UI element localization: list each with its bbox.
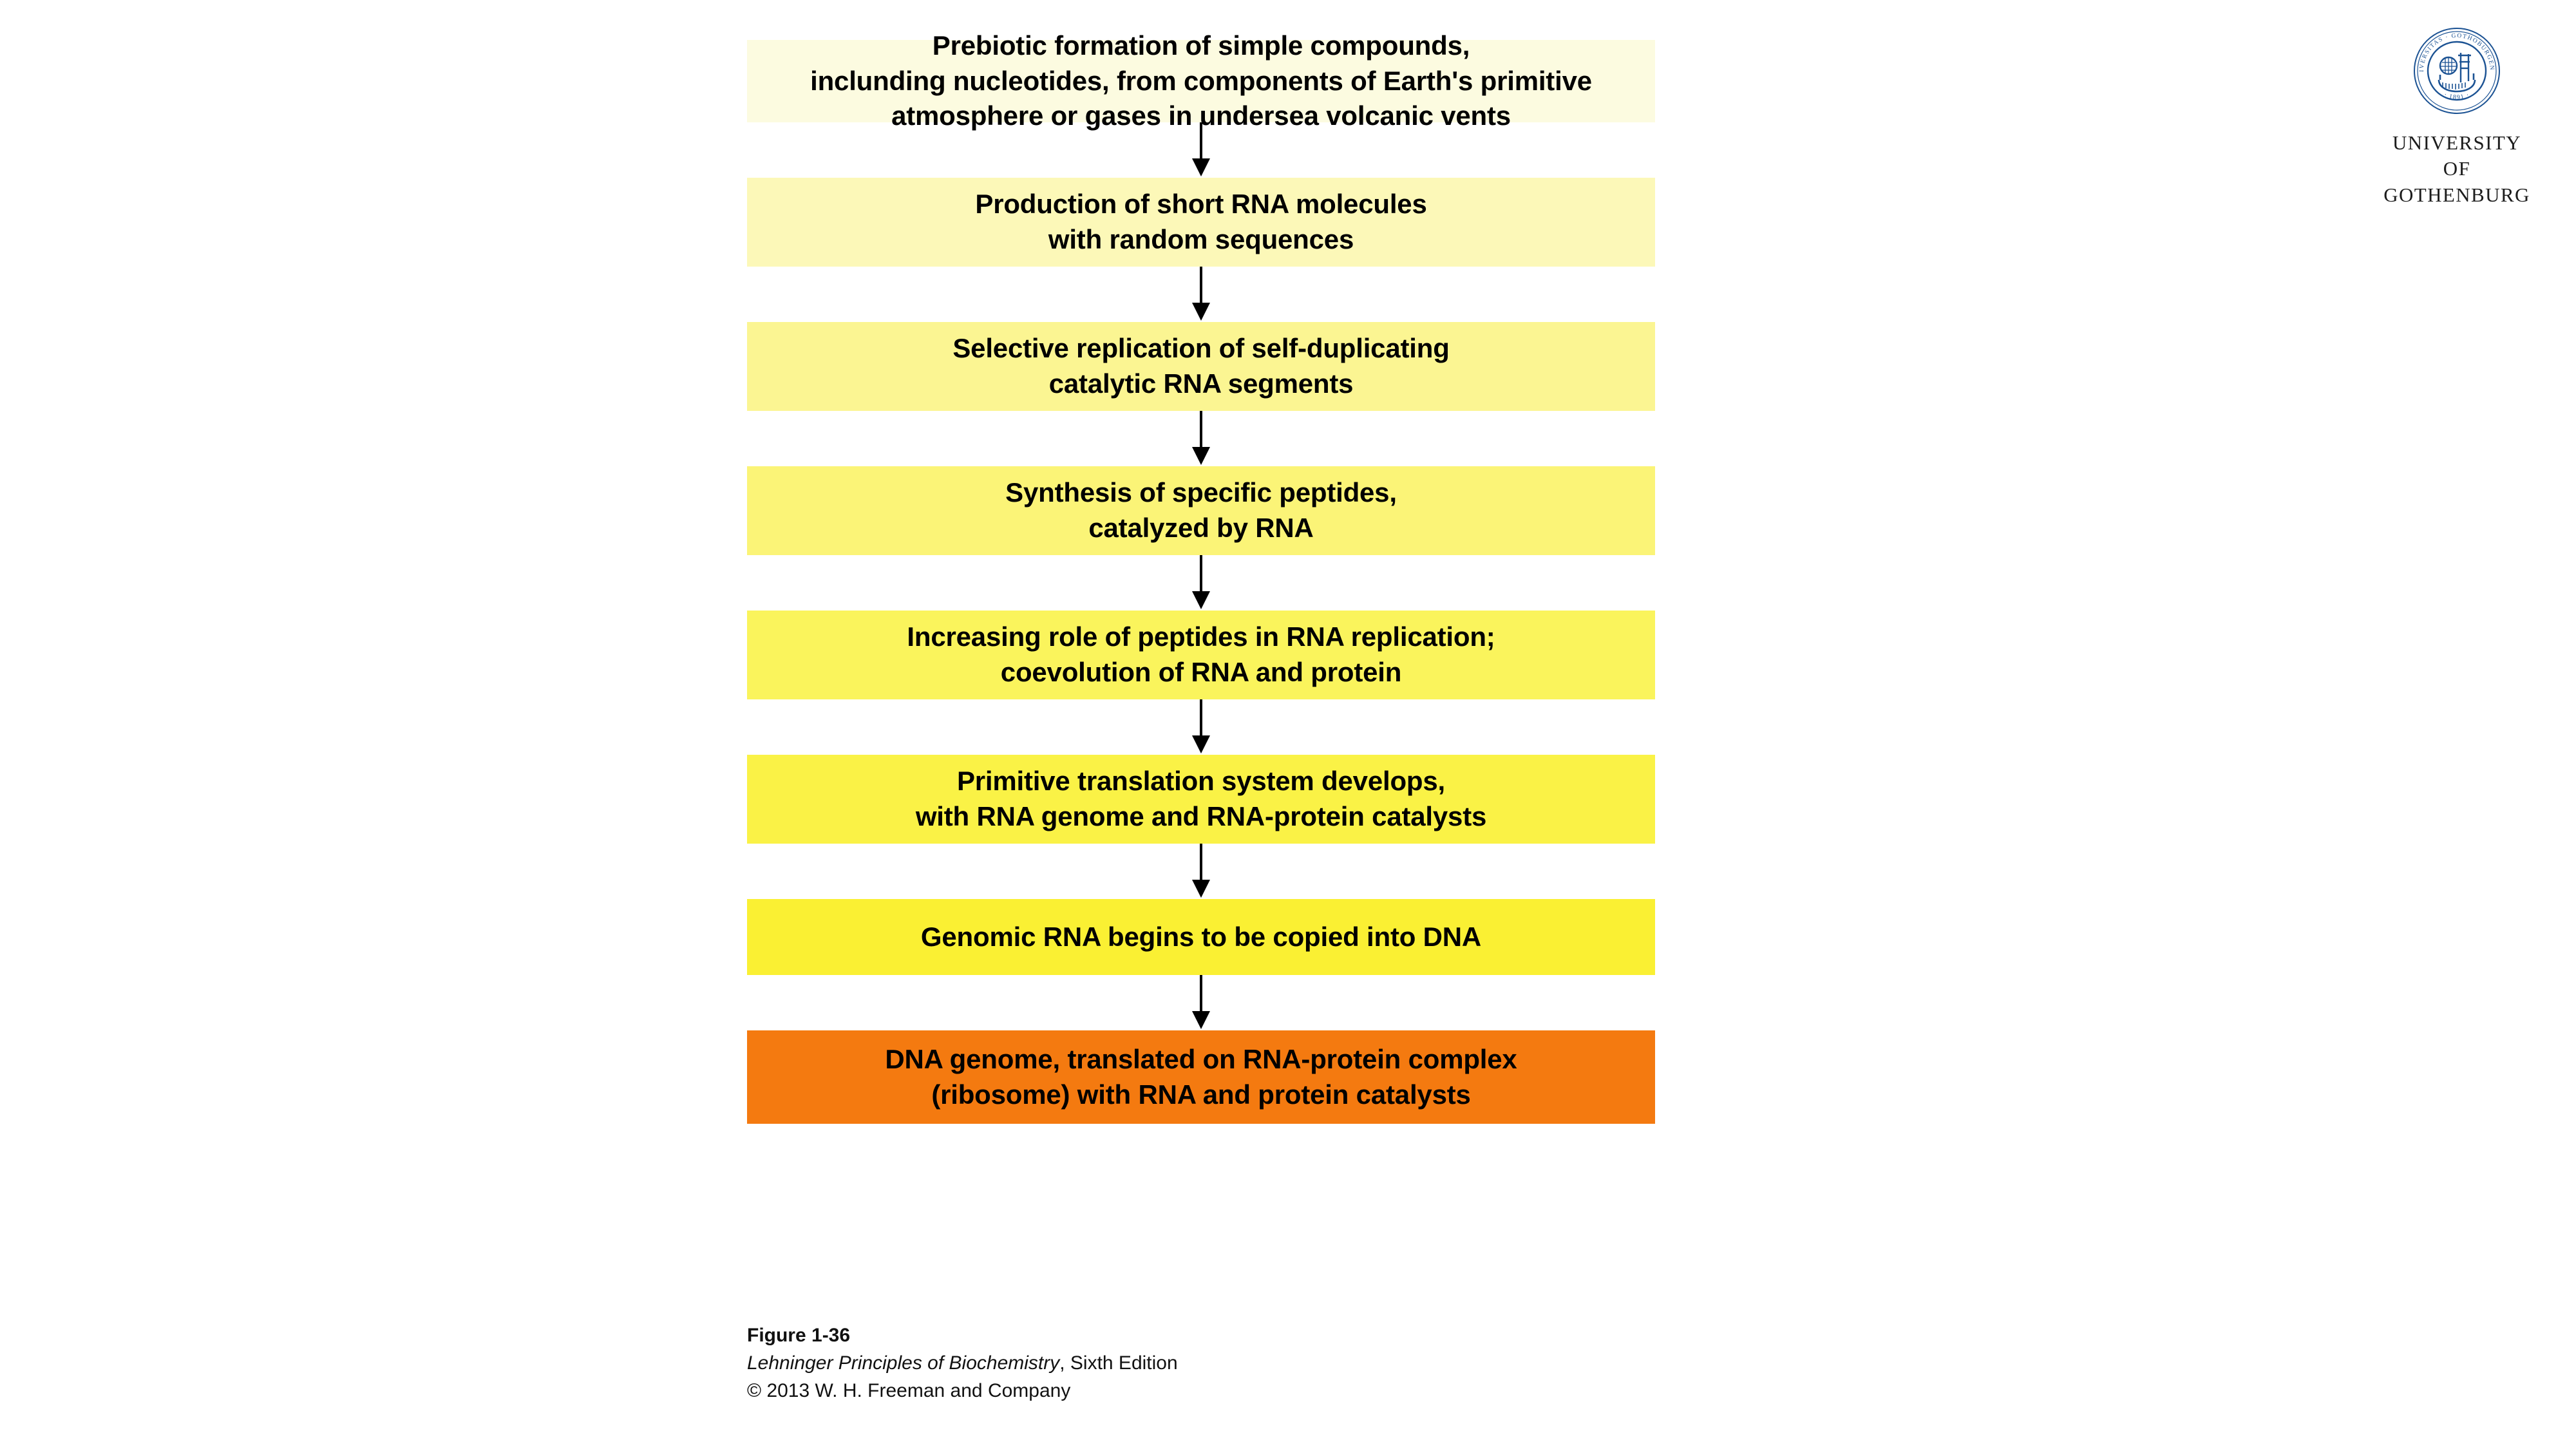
flow-step-5-label: Increasing role of peptides in RNA repli… xyxy=(907,621,1495,687)
flow-step-7-label: Genomic RNA begins to be copied into DNA xyxy=(920,921,1482,952)
book-edition: , Sixth Edition xyxy=(1059,1352,1178,1374)
flow-step-1-label: Prebiotic formation of simple compounds,… xyxy=(810,30,1592,131)
flow-connector-1 xyxy=(747,122,1655,178)
university-seal-icon: UNIVERSITAS · GOTHOBURGENSIS · 1891 · xyxy=(2409,21,2502,116)
flow-step-3-label: Selective replication of self-duplicatin… xyxy=(952,333,1450,399)
figure-number: Figure 1-36 xyxy=(747,1325,851,1346)
flow-step-8: DNA genome, translated on RNA-protein co… xyxy=(747,1030,1655,1124)
flow-step-5: Increasing role of peptides in RNA repli… xyxy=(747,611,1655,699)
figure-caption: Figure 1-36 Lehninger Principles of Bioc… xyxy=(747,1321,1178,1405)
university-name-line2: GOTHENBURG xyxy=(2383,183,2530,206)
flow-connector-7 xyxy=(747,975,1655,1030)
flow-connector-4 xyxy=(747,555,1655,611)
flow-step-2-label: Production of short RNA molecules with r… xyxy=(975,189,1427,254)
university-name: UNIVERSITY OF GOTHENBURG xyxy=(2376,130,2537,208)
university-name-line1: UNIVERSITY OF xyxy=(2392,131,2521,180)
prebiotic-evolution-flowchart: Prebiotic formation of simple compounds,… xyxy=(747,30,1655,1124)
flow-step-4-label: Synthesis of specific peptides, catalyze… xyxy=(1005,477,1397,543)
copyright-notice: © 2013 W. H. Freeman and Company xyxy=(747,1380,1071,1402)
svg-text:· 1891 ·: · 1891 · xyxy=(2443,91,2471,101)
figure-source: Lehninger Principles of Biochemistry, Si… xyxy=(747,1349,1178,1377)
flow-step-3: Selective replication of self-duplicatin… xyxy=(747,322,1655,411)
flow-step-7: Genomic RNA begins to be copied into DNA xyxy=(747,899,1655,975)
flow-step-2: Production of short RNA molecules with r… xyxy=(747,178,1655,267)
flow-step-4: Synthesis of specific peptides, catalyze… xyxy=(747,466,1655,555)
flow-connector-5 xyxy=(747,699,1655,755)
flow-connector-3 xyxy=(747,411,1655,466)
flow-step-8-label: DNA genome, translated on RNA-protein co… xyxy=(885,1043,1517,1110)
flow-connector-6 xyxy=(747,844,1655,899)
flow-connector-2 xyxy=(747,267,1655,322)
flow-step-6-label: Primitive translation system develops, w… xyxy=(915,766,1487,831)
book-title: Lehninger Principles of Biochemistry xyxy=(747,1352,1060,1374)
flow-step-6: Primitive translation system develops, w… xyxy=(747,755,1655,844)
flow-step-1: Prebiotic formation of simple compounds,… xyxy=(747,30,1655,131)
university-logo: UNIVERSITAS · GOTHOBURGENSIS · 1891 · xyxy=(2376,21,2537,208)
